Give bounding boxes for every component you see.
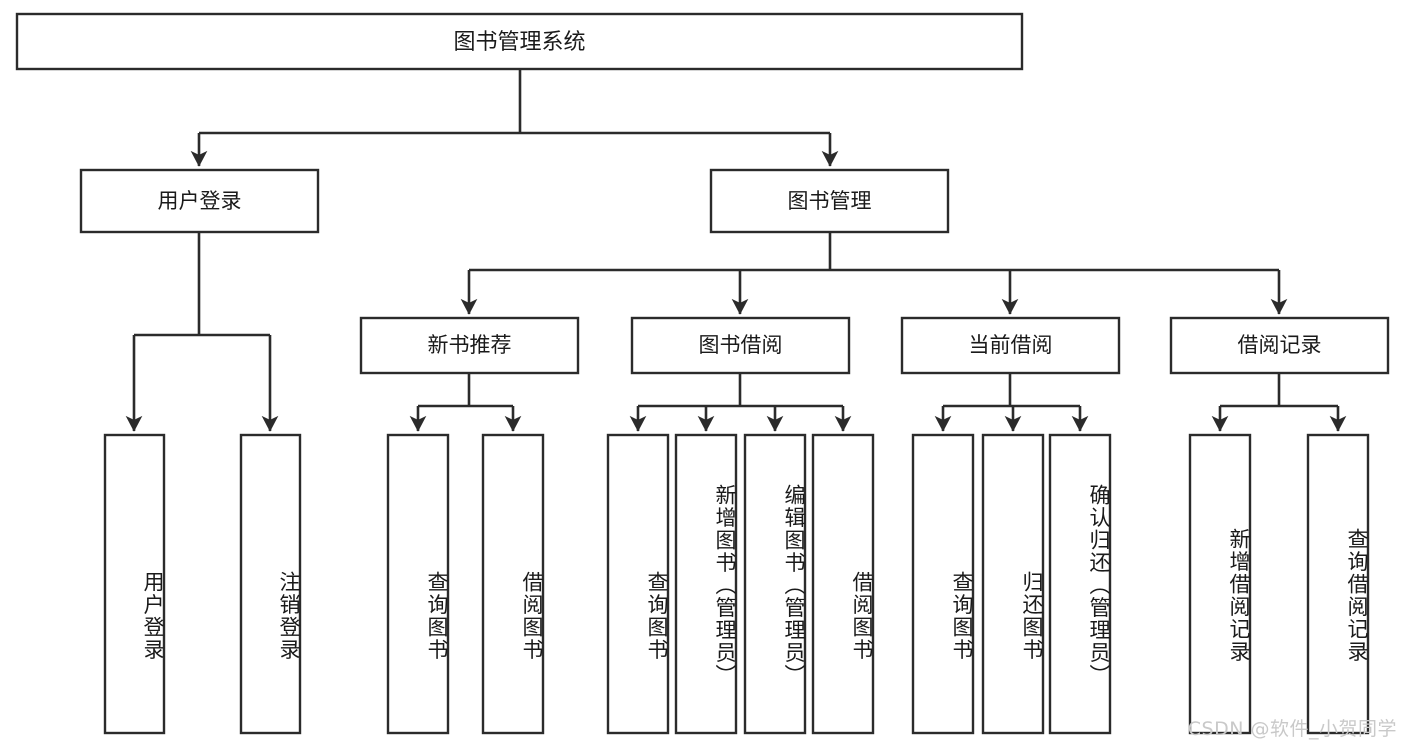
- node-root-box[interactable]: [15, 12, 1024, 71]
- node-user-login-box[interactable]: [79, 168, 320, 234]
- node-borrow-record-box[interactable]: [1169, 316, 1390, 375]
- node-borrow-record[interactable]: 借阅记录: [1169, 316, 1390, 375]
- leaf-box-borrow-book-rec[interactable]: [481, 433, 545, 735]
- node-root[interactable]: 图书管理系统: [15, 12, 1024, 71]
- node-root-label: 图书管理系统: [453, 30, 585, 55]
- node-new-book-recommend[interactable]: 新书推荐: [359, 316, 580, 375]
- node-book-borrow[interactable]: 图书借阅: [630, 316, 851, 375]
- leaf-box-confirm-return-admin[interactable]: [1048, 433, 1112, 735]
- leaf-box-query-book-borrow[interactable]: [606, 433, 670, 735]
- node-current-borrow-box[interactable]: [900, 316, 1121, 375]
- node-user-login[interactable]: 用户登录: [79, 168, 320, 234]
- node-new-book-recommend-label: 新书推荐: [428, 333, 512, 357]
- node-book-borrow-box[interactable]: [630, 316, 851, 375]
- node-user-login-label: 用户登录: [158, 189, 242, 213]
- leaf-box-edit-book-admin[interactable]: [743, 433, 807, 735]
- leaf-box-add-book-admin[interactable]: [674, 433, 738, 735]
- leaf-box-query-borrow-record[interactable]: [1306, 433, 1370, 735]
- node-current-borrow[interactable]: 当前借阅: [900, 316, 1121, 375]
- leaf-box-logout[interactable]: [239, 433, 302, 735]
- node-book-management-label: 图书管理: [788, 189, 872, 213]
- node-borrow-record-label: 借阅记录: [1238, 333, 1322, 357]
- leaf-box-layer: [103, 433, 1370, 735]
- leaf-box-borrow-book[interactable]: [811, 433, 875, 735]
- node-book-management[interactable]: 图书管理: [709, 168, 950, 234]
- leaf-box-query-book-current[interactable]: [911, 433, 975, 735]
- node-book-borrow-label: 图书借阅: [699, 333, 783, 357]
- connector-layer: [125, 69, 1347, 432]
- leaf-box-user-login[interactable]: [103, 433, 166, 735]
- csdn-watermark: CSDN @软件_小贺同学: [1187, 718, 1397, 740]
- node-current-borrow-label: 当前借阅: [969, 333, 1053, 357]
- leaf-box-query-book-rec[interactable]: [386, 433, 450, 735]
- node-new-book-recommend-box[interactable]: [359, 316, 580, 375]
- leaf-box-return-book[interactable]: [981, 433, 1045, 735]
- node-book-management-box[interactable]: [709, 168, 950, 234]
- leaf-box-add-borrow-record[interactable]: [1188, 433, 1252, 735]
